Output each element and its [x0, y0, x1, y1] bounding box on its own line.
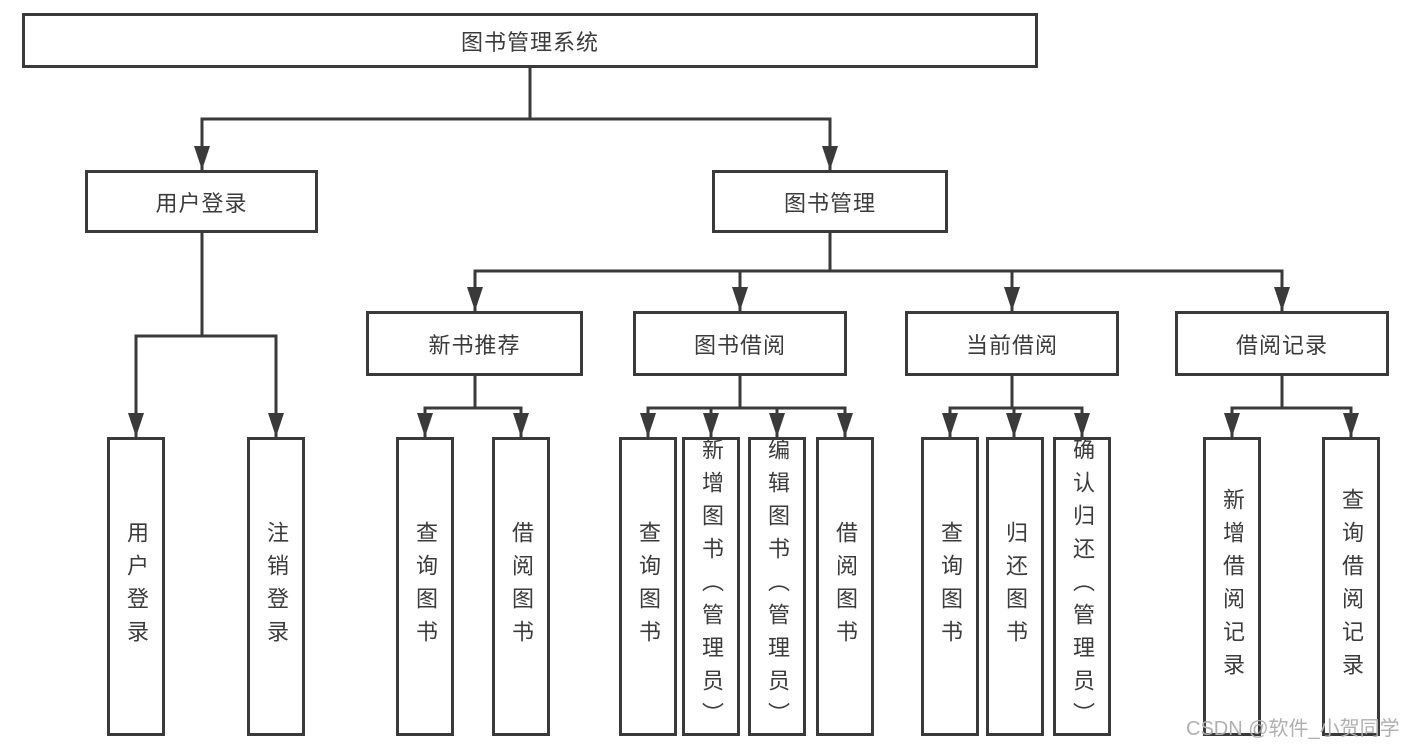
- leaf-query-books-current: 查询图书: [921, 437, 979, 736]
- leaf-query-borrow-record-label: 查询借阅记录: [1339, 487, 1364, 686]
- node-current-borrow-label: 当前借阅: [965, 332, 1058, 358]
- leaf-user-login: 用户登录: [107, 437, 165, 736]
- leaf-query-books-recommend: 查询图书: [396, 437, 454, 736]
- leaf-confirm-return-admin: 确认归还（管理员）: [1053, 437, 1111, 736]
- leaf-user-login-label: 用户登录: [124, 520, 149, 653]
- leaf-return-book: 归还图书: [986, 437, 1044, 736]
- node-book-borrow-label: 图书借阅: [693, 332, 786, 358]
- leaf-return-book-label: 归还图书: [1003, 520, 1028, 653]
- leaf-logout: 注销登录: [247, 437, 305, 736]
- node-user-login: 用户登录: [85, 170, 318, 233]
- node-new-book-recommend: 新书推荐: [366, 311, 583, 376]
- csdn-watermark: CSDN @软件_小贺同学: [1186, 718, 1400, 740]
- leaf-add-borrow-record-label: 新增借阅记录: [1220, 487, 1245, 686]
- leaf-logout-label: 注销登录: [264, 520, 289, 653]
- leaf-query-books-borrow-label: 查询图书: [636, 520, 661, 653]
- leaf-borrow-books-borrow-label: 借阅图书: [833, 520, 858, 653]
- node-borrow-records-label: 借阅记录: [1235, 332, 1328, 358]
- leaf-add-book-admin-label: 新增图书（管理员）: [699, 438, 724, 735]
- leaf-query-books-borrow: 查询图书: [619, 437, 677, 736]
- leaf-add-borrow-record: 新增借阅记录: [1203, 437, 1261, 736]
- node-user-login-label: 用户登录: [155, 190, 248, 216]
- leaf-borrow-books-borrow: 借阅图书: [816, 437, 874, 736]
- node-book-management: 图书管理: [712, 170, 948, 233]
- node-root-label: 图书管理系统: [460, 29, 599, 55]
- node-book-management-label: 图书管理: [783, 190, 876, 216]
- node-book-borrow: 图书借阅: [633, 311, 847, 376]
- leaf-confirm-return-admin-label: 确认归还（管理员）: [1070, 438, 1095, 735]
- node-borrow-records: 借阅记录: [1175, 311, 1389, 376]
- leaf-query-books-current-label: 查询图书: [938, 520, 963, 653]
- leaf-query-books-recommend-label: 查询图书: [413, 520, 438, 653]
- leaf-borrow-books-recommend-label: 借阅图书: [509, 520, 534, 653]
- arrowheads: [128, 146, 1359, 437]
- leaf-edit-book-admin: 编辑图书（管理员）: [748, 437, 806, 736]
- leaf-query-borrow-record: 查询借阅记录: [1322, 437, 1380, 736]
- connector-paths: [134, 68, 1353, 437]
- node-current-borrow: 当前借阅: [905, 311, 1119, 376]
- leaf-add-book-admin: 新增图书（管理员）: [682, 437, 740, 736]
- node-new-book-recommend-label: 新书推荐: [428, 332, 521, 358]
- leaf-borrow-books-recommend: 借阅图书: [492, 437, 550, 736]
- leaf-edit-book-admin-label: 编辑图书（管理员）: [765, 438, 790, 735]
- node-root: 图书管理系统: [22, 13, 1038, 68]
